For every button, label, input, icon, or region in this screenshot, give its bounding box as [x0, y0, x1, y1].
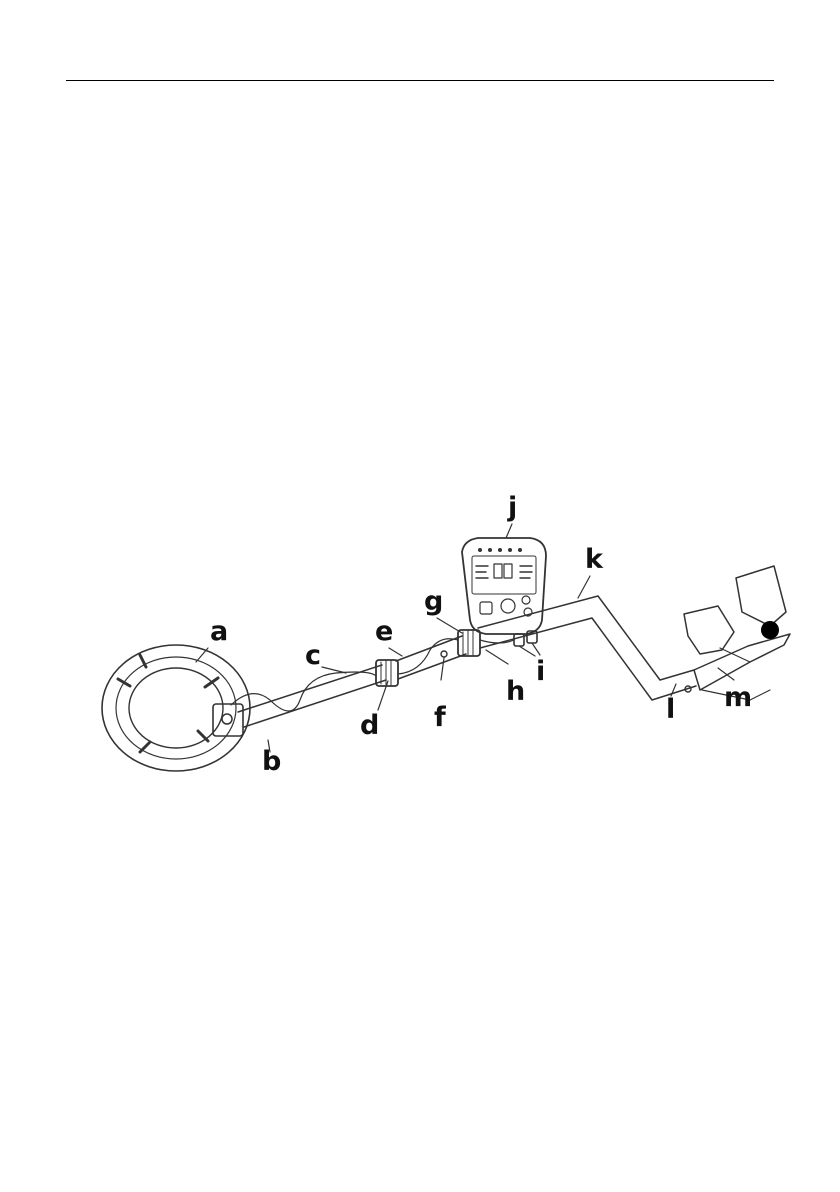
label-f: f — [434, 702, 446, 733]
label-i: i — [536, 656, 545, 687]
label-m: m — [724, 682, 752, 713]
control-dial — [501, 599, 515, 613]
arm-cuff — [684, 566, 790, 700]
control-box — [462, 538, 546, 634]
search-coil — [102, 645, 250, 771]
label-g: g — [424, 586, 443, 617]
upper-lock-nut — [458, 630, 480, 656]
label-e: e — [375, 616, 393, 647]
label-k: k — [585, 544, 604, 575]
label-a: a — [210, 616, 228, 647]
armrest-knob — [761, 621, 779, 639]
label-l: l — [666, 694, 675, 725]
leader-lines — [196, 524, 734, 752]
label-b: b — [262, 746, 281, 777]
label-d: d — [360, 710, 379, 741]
control-button — [480, 602, 492, 614]
label-c: c — [305, 640, 321, 671]
label-j: j — [507, 492, 517, 523]
label-h: h — [506, 676, 525, 707]
